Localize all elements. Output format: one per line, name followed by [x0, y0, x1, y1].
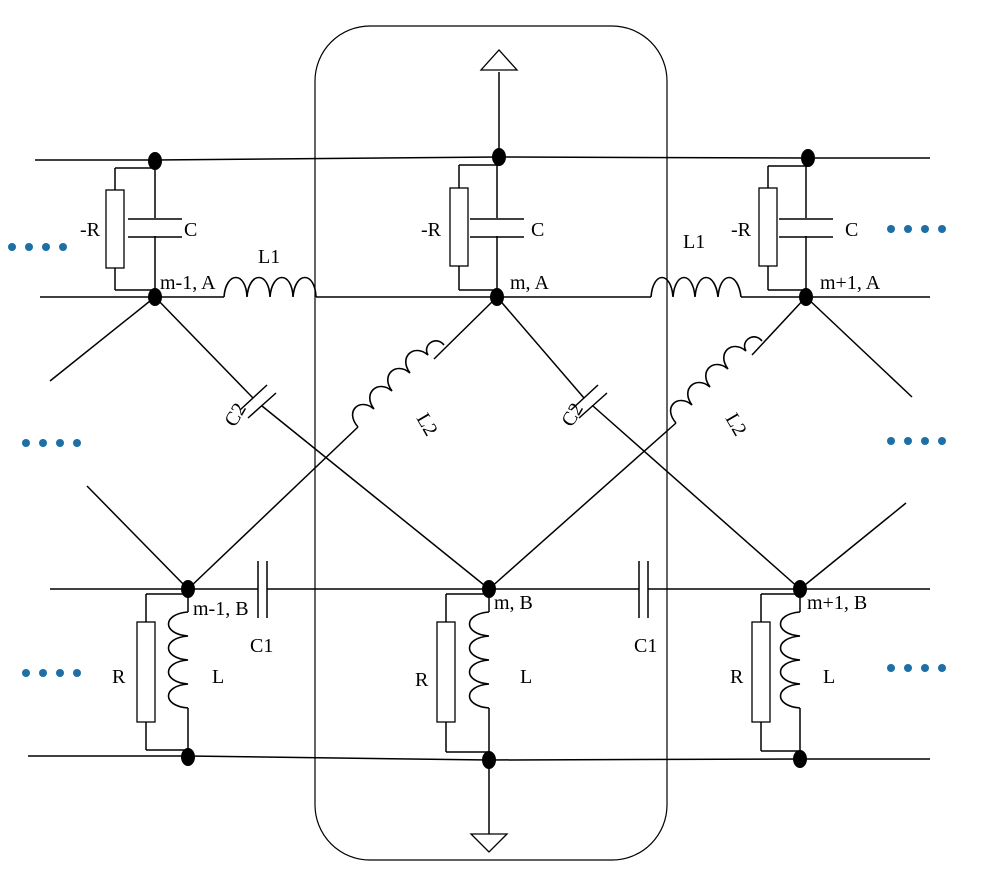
label-l-cur: L — [520, 666, 532, 688]
capacitor-c1-right — [638, 561, 649, 618]
stub-right-up — [805, 296, 913, 398]
label-r-cur: R — [415, 669, 429, 691]
stub-right-down — [799, 502, 907, 590]
inductor-l1-left — [223, 276, 317, 298]
label-l2-left: L2 — [412, 410, 442, 440]
node-bottom-prev — [181, 748, 195, 766]
ellipsis-lower-right — [887, 664, 946, 672]
node-top-next — [801, 149, 815, 167]
top-port-triangle — [479, 49, 519, 71]
label-c-cur: C — [531, 219, 544, 241]
label-l1-right: L1 — [683, 231, 705, 253]
node-a-next — [799, 288, 813, 306]
inductor-l1-right — [650, 276, 742, 298]
ellipsis-upper-left — [8, 243, 67, 251]
stub-left-down — [86, 485, 189, 590]
label-neg-r-next: -R — [731, 219, 752, 241]
shunt-upper-next — [758, 158, 833, 297]
node-bottom-next — [793, 750, 807, 768]
label-c-prev: C — [184, 219, 197, 241]
node-top-cur — [492, 148, 506, 166]
label-neg-r-prev: -R — [80, 219, 101, 241]
label-l1-left: L1 — [258, 246, 280, 268]
diagonal-l2-left — [187, 296, 498, 590]
node-bottom-cur — [482, 751, 496, 769]
shunt-upper-prev — [105, 160, 182, 297]
node-a-prev — [148, 288, 162, 306]
capacitor-c1-left — [257, 561, 268, 618]
bottom-rail — [28, 755, 930, 761]
label-r-next: R — [730, 666, 744, 688]
diagonal-l2-right — [488, 296, 807, 590]
label-l-next: L — [823, 666, 835, 688]
ellipsis-middle-left — [22, 439, 81, 447]
label-c1-left: C1 — [250, 635, 273, 657]
node-b-prev — [181, 580, 195, 598]
label-c1-right: C1 — [634, 635, 657, 657]
node-a-cur — [490, 288, 504, 306]
node-b-next — [793, 580, 807, 598]
label-c2-right: C2 — [557, 399, 588, 430]
label-node-a-cur: m, A — [510, 272, 549, 294]
bottom-port-triangle — [469, 833, 509, 853]
label-l2-right: L2 — [721, 410, 751, 440]
ellipsis-upper-right — [887, 225, 946, 233]
label-node-a-prev: m-1, A — [160, 272, 216, 294]
node-top-prev — [148, 152, 162, 170]
nodes — [148, 148, 815, 769]
label-node-b-cur: m, B — [494, 592, 533, 614]
label-neg-r-cur: -R — [421, 219, 442, 241]
ellipsis-lower-left — [22, 669, 81, 677]
diagonal-c2-right — [496, 296, 801, 590]
ellipsis-middle-right — [887, 437, 946, 445]
top-rail — [35, 156, 930, 161]
label-node-a-next: m+1, A — [820, 272, 881, 294]
label-node-b-next: m+1, B — [807, 592, 867, 614]
node-b-cur — [482, 580, 496, 598]
label-l-prev: L — [212, 666, 224, 688]
diagonal-c2-left — [154, 296, 490, 590]
shunt-upper-cur — [449, 157, 524, 297]
unit-cell-frame — [314, 25, 668, 861]
label-r-prev: R — [112, 666, 126, 688]
shunt-lower-cur — [436, 589, 490, 760]
shunt-lower-prev — [136, 589, 189, 756]
label-c-next: C — [845, 219, 858, 241]
label-node-b-prev: m-1, B — [193, 598, 249, 620]
stub-left-up — [49, 296, 156, 382]
shunt-lower-next — [751, 589, 801, 759]
